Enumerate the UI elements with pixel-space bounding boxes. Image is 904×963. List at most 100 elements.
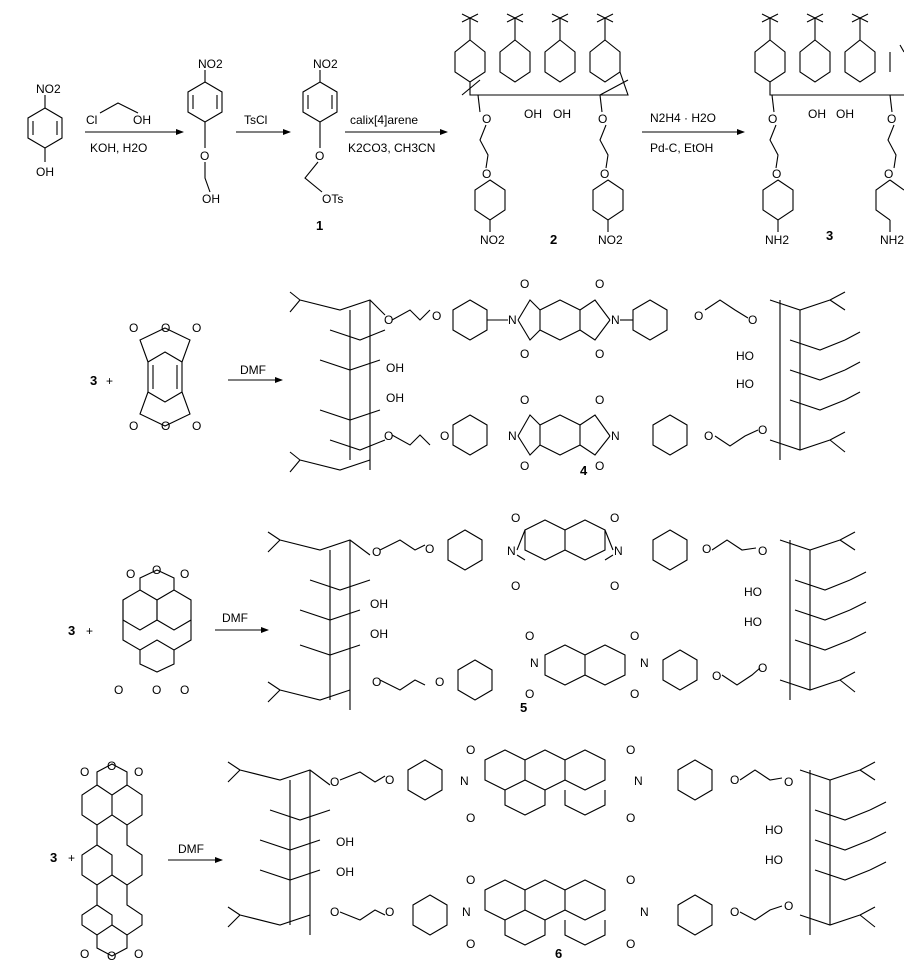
compound-3-structure: O O OH OH O O NH2 NH2 3 xyxy=(754,13,904,247)
ether-o: O xyxy=(702,542,711,556)
plus-sign: + xyxy=(68,851,75,865)
carbonyl-o: O xyxy=(466,811,475,825)
carbonyl-o: O xyxy=(520,277,529,291)
anhydride-o: O xyxy=(152,563,161,577)
carbonyl-o: O xyxy=(630,629,639,643)
imide-n: N xyxy=(460,774,469,788)
plus-sign: + xyxy=(86,624,93,638)
hydroxy-label: OH xyxy=(808,107,826,121)
anhydride-o: O xyxy=(107,949,116,963)
naphthalene-dianhydride: O O O O O O xyxy=(114,563,192,697)
hydroxy-label: HO xyxy=(765,823,783,837)
carbonyl-o: O xyxy=(80,765,89,779)
reagent-chloroethanol-oh: OH xyxy=(133,113,151,127)
carbonyl-o: O xyxy=(129,321,138,335)
imide-n: N xyxy=(614,544,623,558)
ether-o: O xyxy=(748,313,757,327)
ether-o: O xyxy=(758,423,767,437)
ether-o: O xyxy=(694,309,703,323)
ether-o: O xyxy=(425,542,434,556)
hydroxy-label: OH xyxy=(336,865,354,879)
ether-o-label: O xyxy=(482,167,491,181)
carbonyl-o: O xyxy=(520,347,529,361)
hydroxy-label: HO xyxy=(736,349,754,363)
hydroxy-label: OH xyxy=(386,391,404,405)
plus-sign: + xyxy=(106,374,113,388)
ether-o: O xyxy=(330,775,339,789)
imide-n: N xyxy=(634,774,643,788)
imide-n: N xyxy=(611,429,620,443)
row4: 3 + O O O O O O DMF OH OH O O xyxy=(50,743,887,963)
imide-n: N xyxy=(507,544,516,558)
row3: 3 + O O O O O O DMF OH OH O O xyxy=(68,511,867,715)
ether-o: O xyxy=(384,429,393,443)
hydroxy-label: OH xyxy=(202,192,220,206)
ether-o-label: O xyxy=(315,149,324,163)
compound-number-3: 3 xyxy=(826,228,833,243)
carbonyl-o: O xyxy=(610,511,619,525)
hydroxy-label: OH xyxy=(370,597,388,611)
ether-o: O xyxy=(372,675,381,689)
ether-o: O xyxy=(784,775,793,789)
hydroxy-label: HO xyxy=(744,585,762,599)
carbonyl-o: O xyxy=(192,321,201,335)
carbonyl-o: O xyxy=(511,579,520,593)
carbonyl-o: O xyxy=(134,765,143,779)
imide-n: N xyxy=(640,656,649,670)
hydroxy-label: OH xyxy=(524,107,542,121)
carbonyl-o: O xyxy=(630,687,639,701)
hydroxy-label: OH xyxy=(386,361,404,375)
hydroxy-label: HO xyxy=(765,853,783,867)
ether-o-label: O xyxy=(200,149,209,163)
nitro-label: NO2 xyxy=(198,57,223,71)
nitrophenol-structure: NO2 OH xyxy=(27,82,63,179)
compound-4-structure: OH OH O O N O O O O N O O O O N xyxy=(289,277,861,478)
hydroxy-label: OH xyxy=(836,107,854,121)
hydroxy-label: HO xyxy=(744,615,762,629)
ether-o-label: O xyxy=(887,112,896,126)
tosylate-label: OTs xyxy=(322,192,343,206)
ether-o-label: O xyxy=(598,112,607,126)
hydroxy-label: OH xyxy=(553,107,571,121)
reactant-3-label: 3 xyxy=(90,373,97,388)
ether-o: O xyxy=(372,545,381,559)
nitro-label: NO2 xyxy=(480,233,505,247)
reagent-dmf: DMF xyxy=(240,363,266,377)
compound-1-structure: NO2 O OTs 1 xyxy=(302,57,343,233)
ether-o: O xyxy=(704,429,713,443)
hydroxy-label: OH xyxy=(36,165,54,179)
ether-o: O xyxy=(384,313,393,327)
reagent-chloroethanol-cl: Cl xyxy=(86,113,97,127)
amine-label: NH2 xyxy=(880,233,904,247)
hydroxy-label: OH xyxy=(370,627,388,641)
ether-o-label: O xyxy=(768,112,777,126)
carbonyl-o: O xyxy=(626,873,635,887)
reagent-calixarene: calix[4]arene xyxy=(350,113,418,127)
compound-number-6: 6 xyxy=(555,946,562,961)
carbonyl-o: O xyxy=(525,629,534,643)
nitro-label: NO2 xyxy=(313,57,338,71)
carbonyl-o: O xyxy=(134,947,143,961)
ether-o: O xyxy=(432,309,441,323)
imide-n: N xyxy=(530,656,539,670)
carbonyl-o: O xyxy=(114,683,123,697)
imide-n: N xyxy=(611,313,620,327)
carbonyl-o: O xyxy=(610,579,619,593)
ether-o: O xyxy=(440,429,449,443)
row1: NO2 OH Cl OH KOH, H2O NO2 O OH TsCl xyxy=(27,13,904,247)
carbonyl-o: O xyxy=(626,811,635,825)
carbonyl-o: O xyxy=(595,393,604,407)
condition-koh: KOH, H2O xyxy=(90,141,147,155)
imide-n: N xyxy=(508,313,517,327)
imide-n: N xyxy=(640,905,649,919)
ether-o: O xyxy=(330,905,339,919)
compound-number-2: 2 xyxy=(550,232,557,247)
ether-o: O xyxy=(385,773,394,787)
imide-n: N xyxy=(508,429,517,443)
nitro-label: NO2 xyxy=(598,233,623,247)
reactant-3-label: 3 xyxy=(50,850,57,865)
ether-o-label: O xyxy=(884,167,893,181)
compound-number-1: 1 xyxy=(316,218,323,233)
carbonyl-o: O xyxy=(626,743,635,757)
